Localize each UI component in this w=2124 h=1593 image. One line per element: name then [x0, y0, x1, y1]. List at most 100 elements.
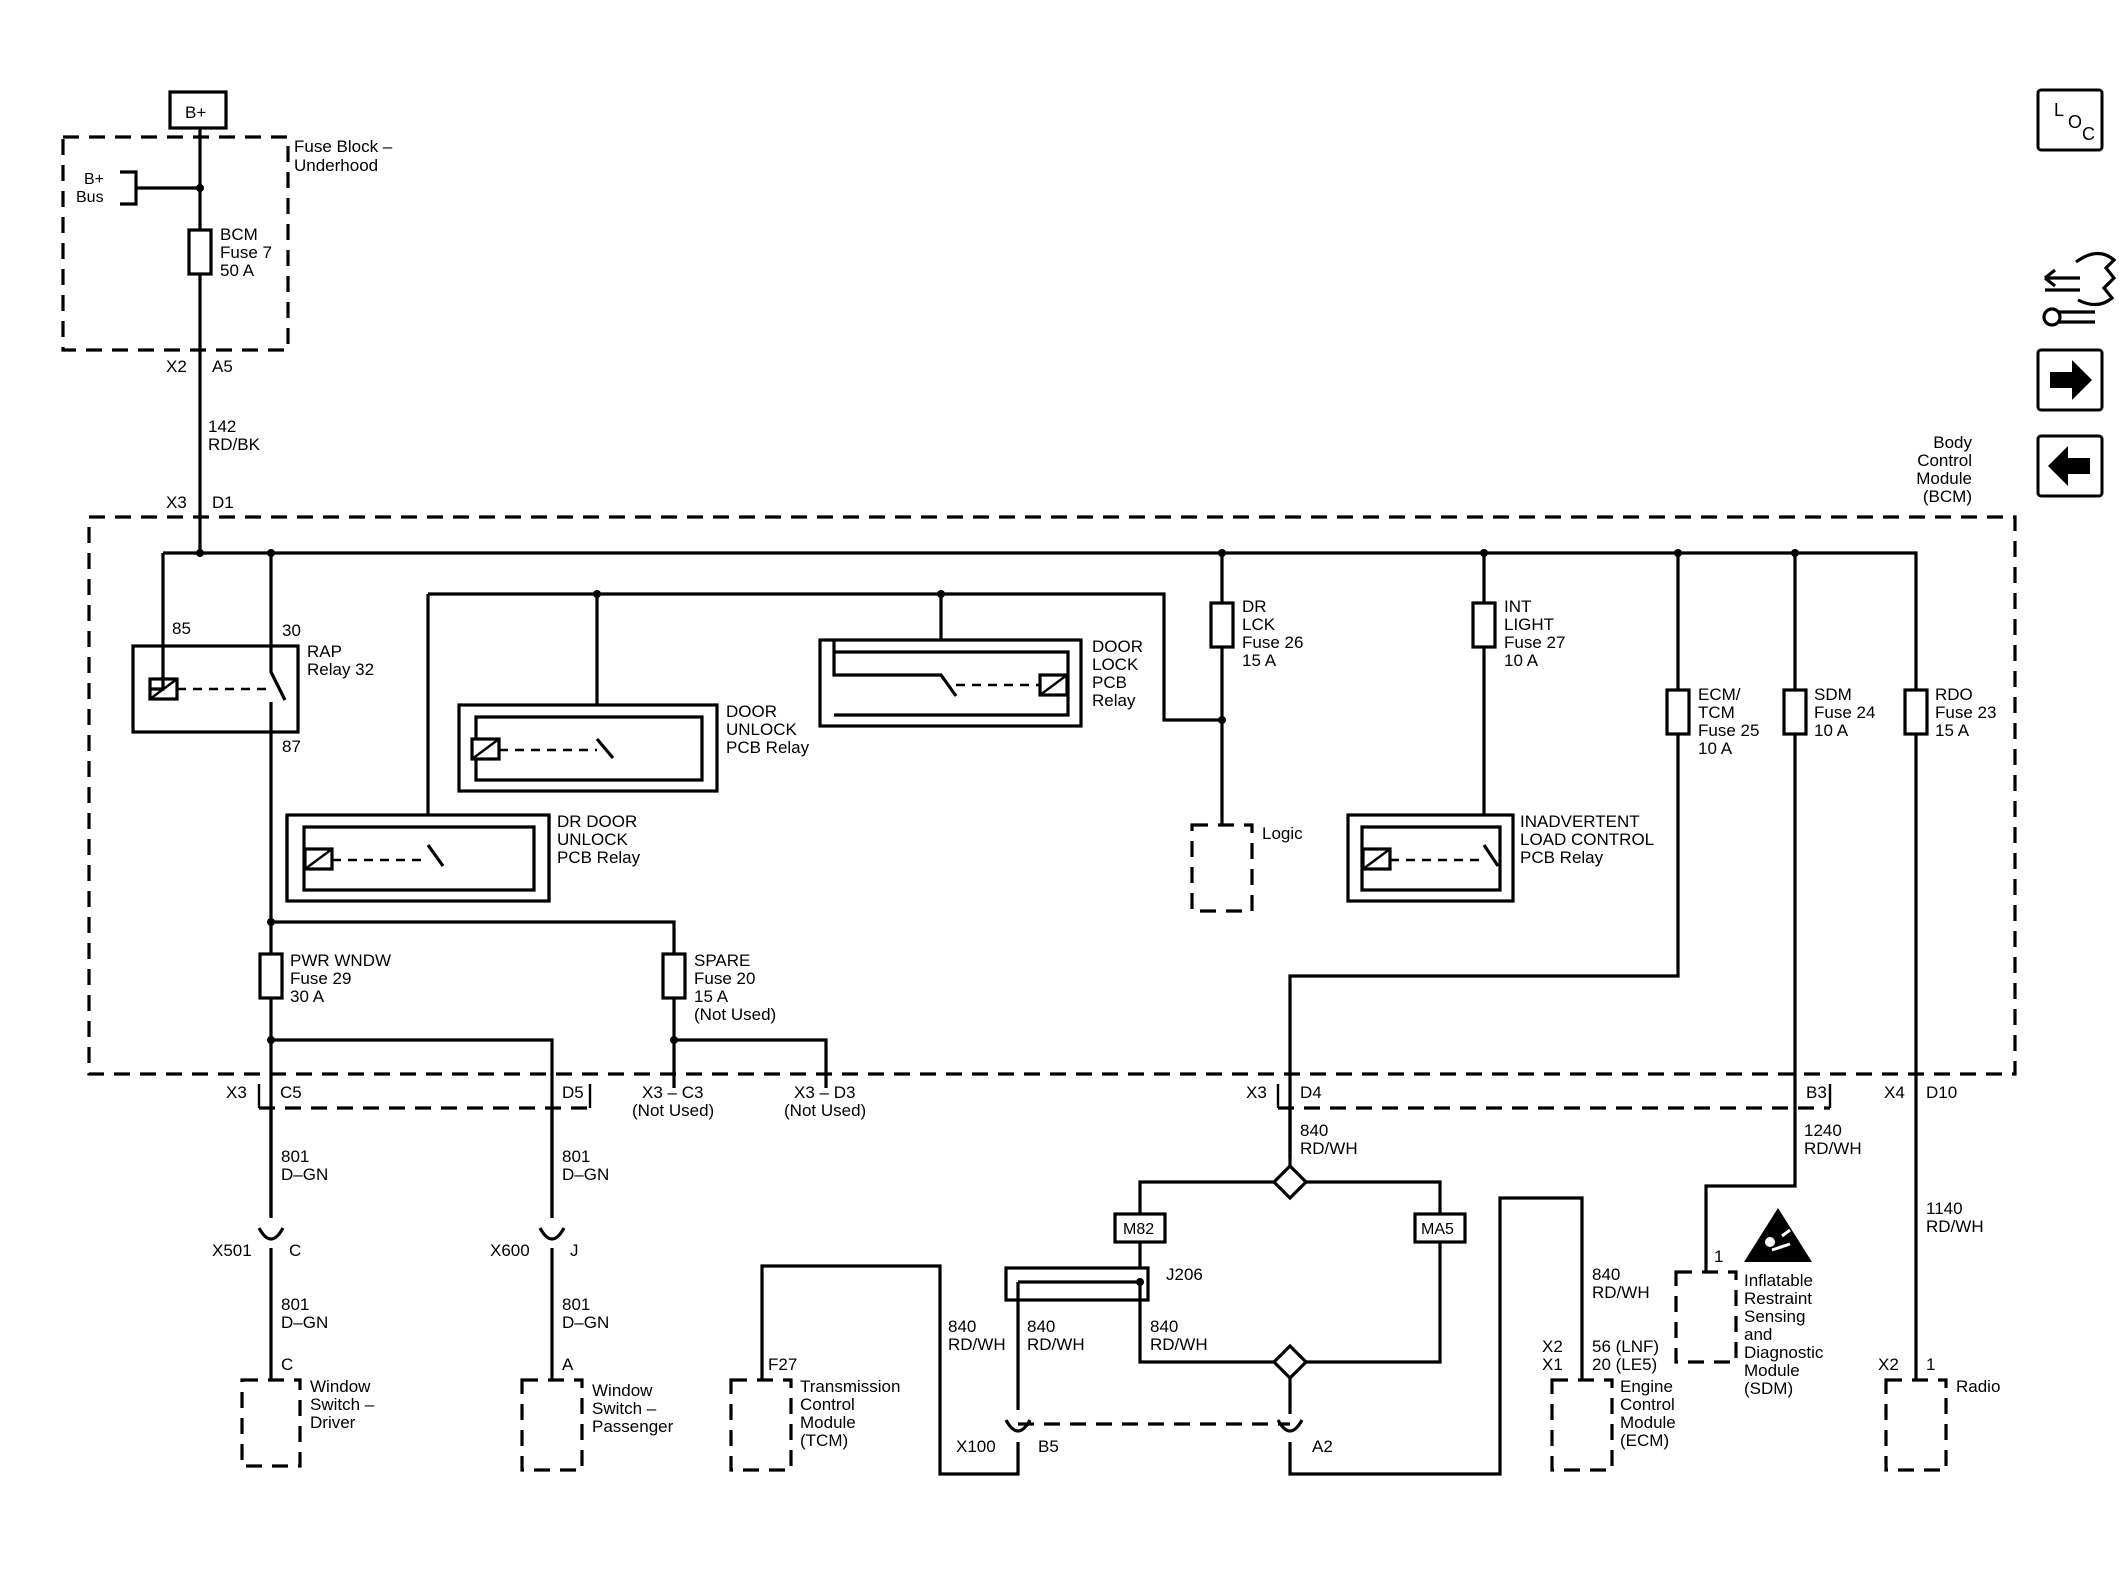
arrow-left-icon — [2048, 446, 2090, 486]
pin-x501-c: C — [289, 1241, 301, 1260]
svg-text:10 A: 10 A — [1698, 739, 1733, 758]
connector-x100-b5-symbol — [1004, 1419, 1032, 1433]
svg-text:RD/WH: RD/WH — [1926, 1217, 1984, 1236]
svg-text:B+: B+ — [84, 171, 104, 188]
svg-text:INT: INT — [1504, 597, 1531, 616]
svg-text:PWR WNDW: PWR WNDW — [290, 951, 391, 970]
rap-relay-label: RAP Relay 32 — [307, 642, 374, 679]
svg-text:Underhood: Underhood — [294, 156, 378, 175]
svg-text:SDM: SDM — [1814, 685, 1852, 704]
svg-text:Module: Module — [1620, 1413, 1676, 1432]
int-light-fuse-label: INT LIGHT Fuse 27 10 A — [1504, 597, 1565, 670]
svg-text:RD/BK: RD/BK — [208, 435, 261, 454]
sdm-pin-1: 1 — [1714, 1247, 1723, 1266]
svg-text:Engine: Engine — [1620, 1377, 1673, 1396]
svg-text:RDO: RDO — [1935, 685, 1973, 704]
inflatable-restraint-sdm — [1674, 1270, 1738, 1364]
svg-text:Fuse 20: Fuse 20 — [694, 969, 755, 988]
airbag-warning-icon — [1744, 1208, 1812, 1262]
rap-pin-30: 30 — [282, 621, 301, 640]
window-switch-passenger — [520, 1378, 584, 1472]
bplus-bus-label: B+ Bus — [76, 171, 104, 206]
wire-840-label-ecm: 840 RD/WH — [1592, 1265, 1650, 1302]
pin-f27: F27 — [768, 1355, 797, 1374]
svg-text:840: 840 — [1027, 1317, 1055, 1336]
connector-x100-a2-symbol — [1276, 1419, 1304, 1433]
connector-x3-bottom: X3 — [226, 1083, 247, 1102]
battery-label: B+ — [185, 103, 206, 122]
dr-door-unlock-relay — [285, 813, 551, 903]
svg-text:Relay 32: Relay 32 — [307, 660, 374, 679]
svg-text:Driver: Driver — [310, 1413, 356, 1432]
window-switch-driver-label: Window Switch – Driver — [310, 1377, 375, 1432]
svg-text:Fuse Block –: Fuse Block – — [294, 137, 393, 156]
radio-label: Radio — [1956, 1377, 2000, 1396]
svg-text:15 A: 15 A — [694, 987, 729, 1006]
svg-text:Transmission: Transmission — [800, 1377, 900, 1396]
dr-door-unlock-label: DR DOOR UNLOCK PCB Relay — [557, 812, 641, 867]
radio-connector-x2: X2 — [1878, 1355, 1899, 1374]
connector-x2: X2 — [166, 357, 187, 376]
wire-1140-label: 1140 RD/WH — [1926, 1199, 1984, 1236]
svg-text:Body: Body — [1933, 433, 1972, 452]
connector-x501-symbol — [257, 1227, 285, 1241]
svg-text:RD/WH: RD/WH — [1150, 1335, 1208, 1354]
connector-x4: X4 — [1884, 1083, 1905, 1102]
svg-text:Bus: Bus — [76, 189, 104, 206]
svg-text:RD/WH: RD/WH — [1027, 1335, 1085, 1354]
rap-relay-switch — [269, 646, 287, 732]
next-page-button[interactable] — [2036, 348, 2104, 412]
svg-text:10 A: 10 A — [1814, 721, 1849, 740]
svg-text:LCK: LCK — [1242, 615, 1276, 634]
radio-component — [1884, 1378, 1948, 1472]
splice-m82-label: M82 — [1123, 1221, 1154, 1238]
svg-text:801: 801 — [562, 1295, 590, 1314]
splice-m82 — [1113, 1212, 1167, 1244]
diagnostic-tool-icon[interactable] — [2042, 251, 2117, 327]
wire-840-label-top: 840 RD/WH — [1300, 1121, 1358, 1158]
svg-text:(Not Used): (Not Used) — [694, 1005, 776, 1024]
pin-x3-c3: X3 – C3 — [642, 1083, 703, 1102]
connector-x600-symbol — [538, 1227, 566, 1241]
svg-text:D–GN: D–GN — [281, 1165, 328, 1184]
sdm-fuse-label: SDM Fuse 24 10 A — [1814, 685, 1875, 740]
fuse-23-rdo — [1903, 688, 1929, 736]
splice-pack-j206 — [1004, 1266, 1150, 1302]
battery-box — [168, 90, 228, 130]
loc-button[interactable]: L O C — [2036, 88, 2104, 152]
svg-text:PCB Relay: PCB Relay — [726, 738, 810, 757]
inadvertent-relay-label: INADVERTENT LOAD CONTROL PCB Relay — [1520, 812, 1654, 867]
ecm-pin-56-lnf: 56 (LNF) — [1592, 1337, 1659, 1356]
svg-text:Control: Control — [1620, 1395, 1675, 1414]
svg-text:D–GN: D–GN — [562, 1313, 609, 1332]
svg-text:D–GN: D–GN — [562, 1165, 609, 1184]
svg-text:Diagnostic: Diagnostic — [1744, 1343, 1824, 1362]
bus-bracket — [120, 170, 138, 206]
svg-text:840: 840 — [1150, 1317, 1178, 1336]
svg-text:RAP: RAP — [307, 642, 342, 661]
svg-text:LOCK: LOCK — [1092, 655, 1139, 674]
door-lock-relay — [818, 638, 1083, 728]
svg-text:Switch –: Switch – — [592, 1399, 657, 1418]
svg-text:Fuse 24: Fuse 24 — [1814, 703, 1875, 722]
splice-j206-label: J206 — [1166, 1265, 1203, 1284]
svg-text:801: 801 — [562, 1147, 590, 1166]
bcm-fuse-7 — [187, 228, 213, 276]
svg-text:801: 801 — [281, 1147, 309, 1166]
svg-text:1240: 1240 — [1804, 1121, 1842, 1140]
wire-801-passenger-label: 801 D–GN 801 D–GN — [562, 1147, 609, 1332]
svg-text:1140: 1140 — [1926, 1199, 1963, 1218]
pin-a2: A2 — [1312, 1437, 1333, 1456]
svg-text:840: 840 — [1592, 1265, 1620, 1284]
wire-801-driver-label: 801 D–GN 801 D–GN — [281, 1147, 328, 1332]
svg-text:Module: Module — [800, 1413, 856, 1432]
svg-text:ECM/: ECM/ — [1698, 685, 1741, 704]
svg-text:10 A: 10 A — [1504, 651, 1539, 670]
svg-text:Fuse 27: Fuse 27 — [1504, 633, 1565, 652]
prev-page-button[interactable] — [2036, 434, 2104, 498]
ecm-label: Engine Control Module (ECM) — [1620, 1377, 1676, 1450]
wire-1240 — [1704, 553, 1797, 1272]
svg-text:Fuse 7: Fuse 7 — [220, 243, 272, 262]
pin-d10: D10 — [1926, 1083, 1957, 1102]
